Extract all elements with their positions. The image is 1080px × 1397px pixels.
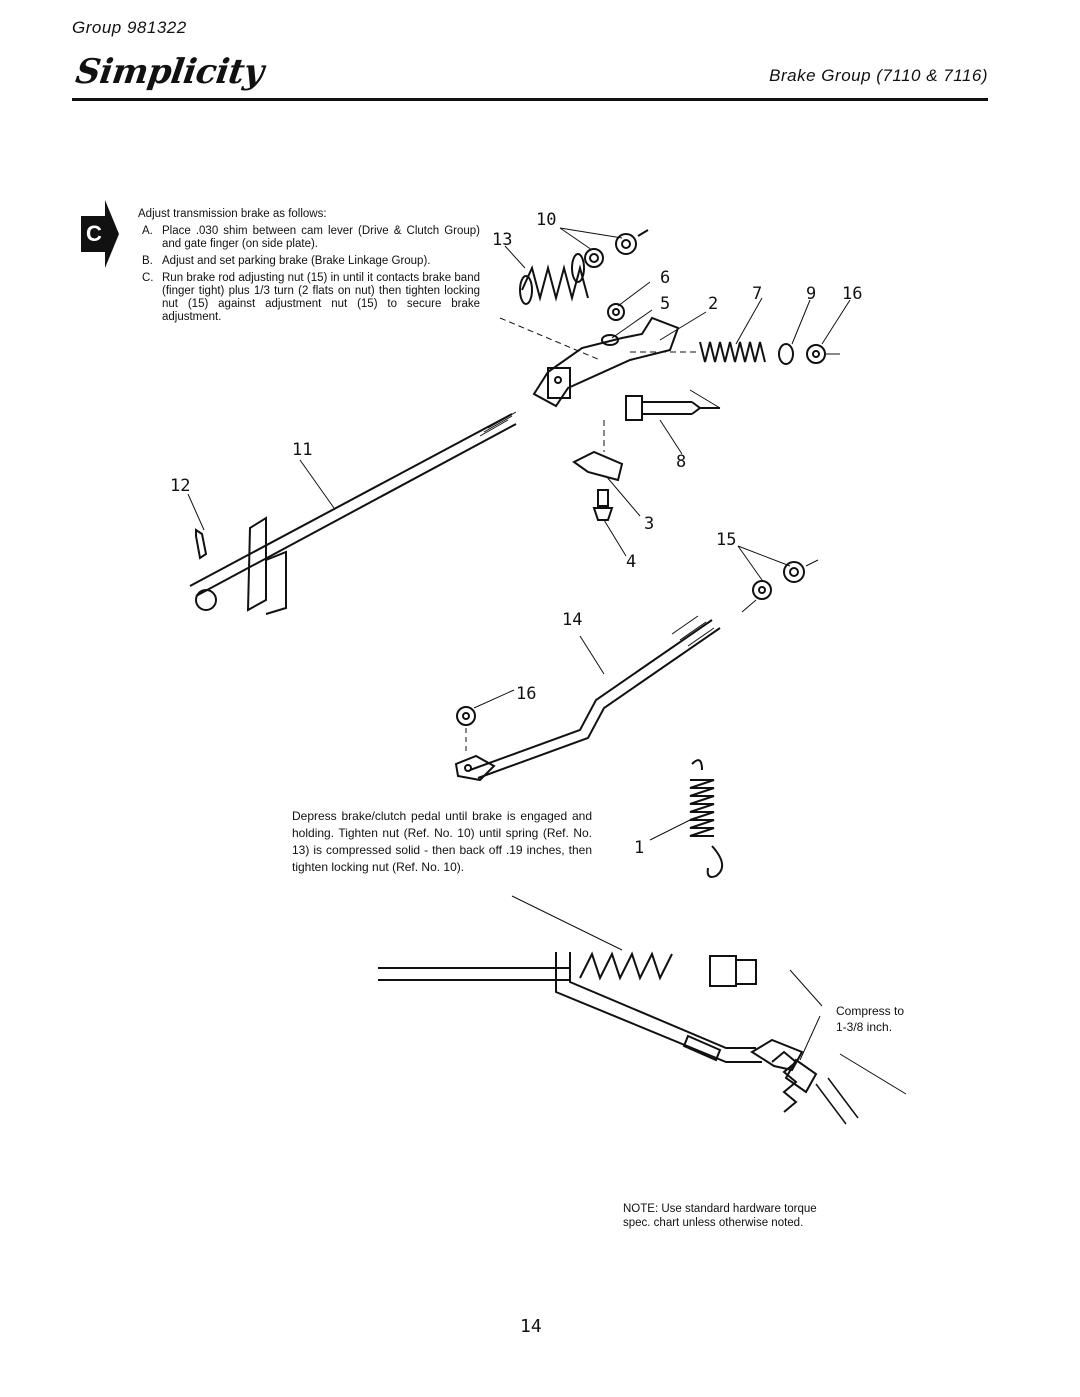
instructions-intro: Adjust transmission brake as follows: (138, 208, 327, 220)
group-label: Group 981322 (72, 18, 187, 37)
bolt-8-icon (625, 395, 720, 421)
header-rule (72, 98, 988, 101)
instruction-step: B. Adjust and set parking brake (Brake L… (138, 255, 480, 268)
section-title: Brake Group (7110 & 7116) (769, 66, 988, 85)
step-letter: A. (142, 225, 153, 237)
callout-16-lower: 16 (516, 684, 537, 704)
spring-7-icon (630, 341, 766, 363)
nut-15-icon (752, 559, 819, 600)
assembled-brake-detail-icon (378, 951, 859, 1125)
nut-16-icon (806, 344, 840, 364)
callout-12: 12 (170, 476, 191, 496)
callout-1: 1 (634, 838, 645, 858)
callout-10: 10 (536, 210, 557, 230)
bracket-2-icon (499, 316, 680, 408)
nut-6-icon (607, 303, 625, 321)
washer-9-icon (778, 343, 794, 365)
rod-11-icon (189, 411, 517, 615)
nut-10-icon (584, 229, 649, 268)
instruction-step: C. Run brake rod adjusting nut (15) in u… (138, 272, 480, 324)
brake-pad-3-icon (572, 450, 624, 482)
brake-rod-14-icon (454, 615, 721, 782)
spring-13-icon (519, 253, 589, 305)
section-tab-arrow-icon (105, 200, 119, 268)
instruction-step: A. Place .030 shim between cam lever (Dr… (138, 225, 480, 251)
callout-7: 7 (752, 284, 763, 304)
page-number: 14 (520, 1316, 542, 1337)
callout-4: 4 (626, 552, 637, 572)
compress-note-line2: 1-3/8 inch. (836, 1020, 893, 1034)
section-tab-letter: C (86, 221, 102, 246)
return-spring-1-icon (689, 759, 723, 878)
step-letter: B. (142, 255, 153, 267)
callout-14: 14 (562, 610, 583, 630)
cotter-pin-12-icon (195, 528, 208, 560)
compress-note-line1: Compress to (836, 1004, 905, 1018)
callout-8: 8 (676, 452, 687, 472)
section-tab (81, 216, 105, 252)
callout-15: 15 (716, 530, 737, 550)
step-text: Adjust and set parking brake (Brake Link… (162, 255, 431, 267)
compress-note: Compress to 1-3/8 inch. (836, 1003, 904, 1035)
step-letter: C. (142, 272, 154, 284)
callout-6: 6 (660, 268, 671, 288)
screw-4-icon (592, 489, 614, 521)
callout-2: 2 (708, 294, 719, 314)
callout-3: 3 (644, 514, 655, 534)
brake-adjustment-note: Depress brake/clutch pedal until brake i… (292, 809, 592, 874)
hardware-torque-note: NOTE: Use standard hardware torque spec.… (623, 1203, 817, 1229)
nut-16-lower-icon (456, 706, 476, 726)
callout-11: 11 (292, 440, 313, 460)
callout-16: 16 (842, 284, 863, 304)
step-text: Run brake rod adjusting nut (15) in unti… (162, 272, 480, 323)
callout-13: 13 (492, 230, 513, 250)
callout-5: 5 (660, 294, 671, 314)
adjustment-instructions: Adjust transmission brake as follows: A.… (138, 208, 480, 324)
callout-9: 9 (806, 284, 817, 304)
step-text: Place .030 shim between cam lever (Drive… (162, 225, 480, 250)
